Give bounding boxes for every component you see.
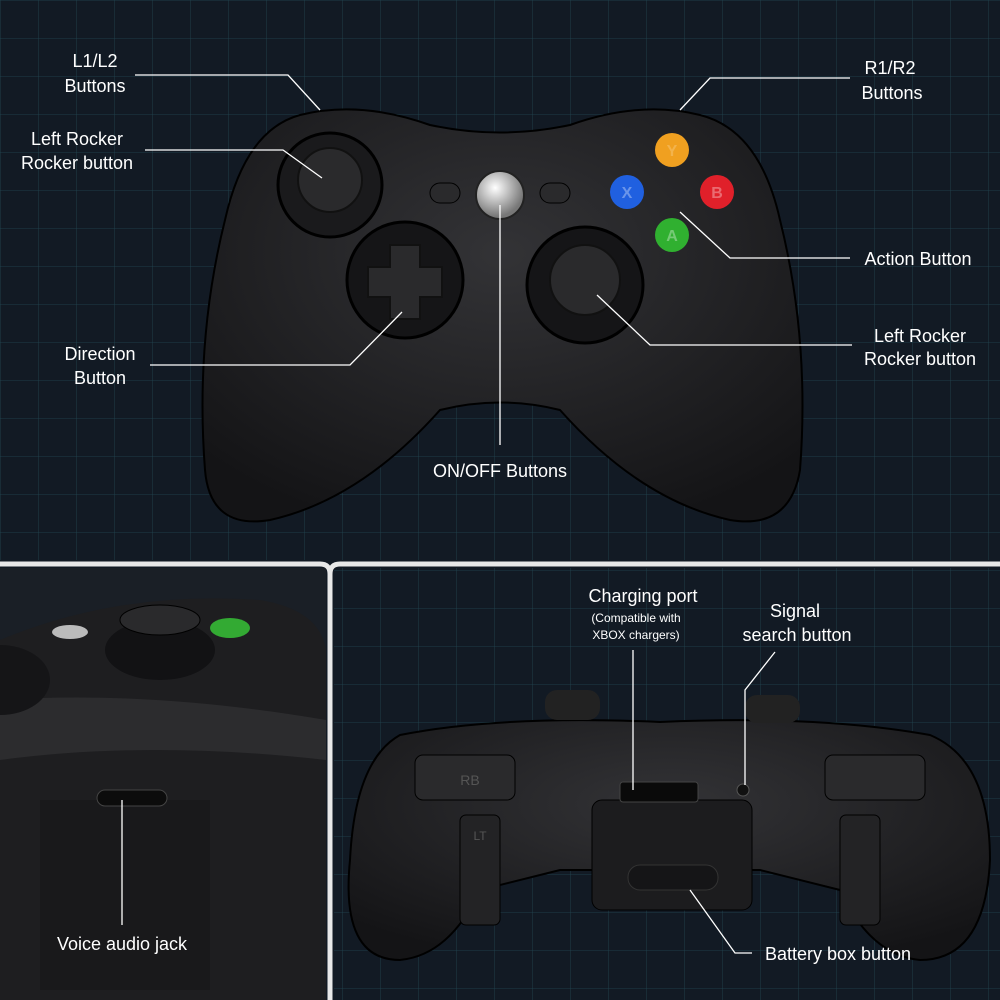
label-charging-port: Charging port	[588, 586, 697, 606]
label-battery: Battery box button	[765, 944, 911, 964]
leader-r1r2	[679, 77, 850, 111]
leader-direction	[150, 311, 403, 366]
label-r1r2: R1/R2	[864, 58, 915, 78]
battery-pack	[591, 799, 753, 911]
label-signal: Signal	[770, 601, 820, 621]
battery-release-button	[627, 864, 719, 891]
label-r1r2-2: Buttons	[861, 83, 922, 103]
right-stick	[549, 244, 621, 316]
leader-left-rocker	[145, 149, 323, 179]
leader-l1l2	[135, 74, 321, 111]
b-button	[700, 175, 734, 209]
label-action: Action Button	[864, 249, 971, 269]
label-l1l2-2: Buttons	[64, 76, 125, 96]
start-button	[539, 182, 571, 204]
label-left-rocker-2: Rocker button	[21, 153, 133, 173]
leader-right-rocker	[596, 294, 852, 346]
label-power: ON/OFF Buttons	[433, 461, 567, 481]
svg-text:A: A	[666, 228, 678, 245]
svg-text:B: B	[711, 185, 723, 202]
controller-top-view: RB LT	[347, 690, 992, 962]
label-direction-2: Button	[74, 368, 126, 388]
left-trigger	[459, 814, 501, 926]
label-direction: Direction	[64, 344, 135, 364]
leader-signal	[744, 651, 776, 785]
svg-text:LT: LT	[473, 829, 487, 843]
svg-text:Y: Y	[667, 143, 678, 160]
label-right-rocker-2: Rocker button	[864, 349, 976, 369]
back-button	[429, 182, 461, 204]
label-l1l2: L1/L2	[72, 51, 117, 71]
x-button	[610, 175, 644, 209]
face-buttons: Y B X A	[610, 133, 734, 252]
charging-port	[619, 781, 699, 803]
svg-text:RB: RB	[460, 772, 479, 788]
leader-action	[679, 211, 850, 259]
label-charging-note-2: XBOX chargers)	[592, 628, 679, 642]
label-right-rocker: Left Rocker	[874, 326, 966, 346]
label-signal-2: search button	[742, 625, 851, 645]
svg-text:X: X	[622, 185, 633, 202]
label-charging-note: (Compatible with	[591, 611, 680, 625]
right-trigger	[839, 814, 881, 926]
y-button	[655, 133, 689, 167]
a-button	[655, 218, 689, 252]
audio-jack	[96, 789, 168, 807]
controller-closeup-view	[0, 598, 326, 1000]
sync-button	[736, 783, 750, 797]
controller-front-view: Y B X A	[201, 108, 804, 523]
leader-battery	[689, 889, 752, 954]
dpad	[367, 244, 443, 320]
label-audio-jack: Voice audio jack	[57, 934, 188, 954]
left-stick	[297, 147, 363, 213]
label-left-rocker: Left Rocker	[31, 129, 123, 149]
